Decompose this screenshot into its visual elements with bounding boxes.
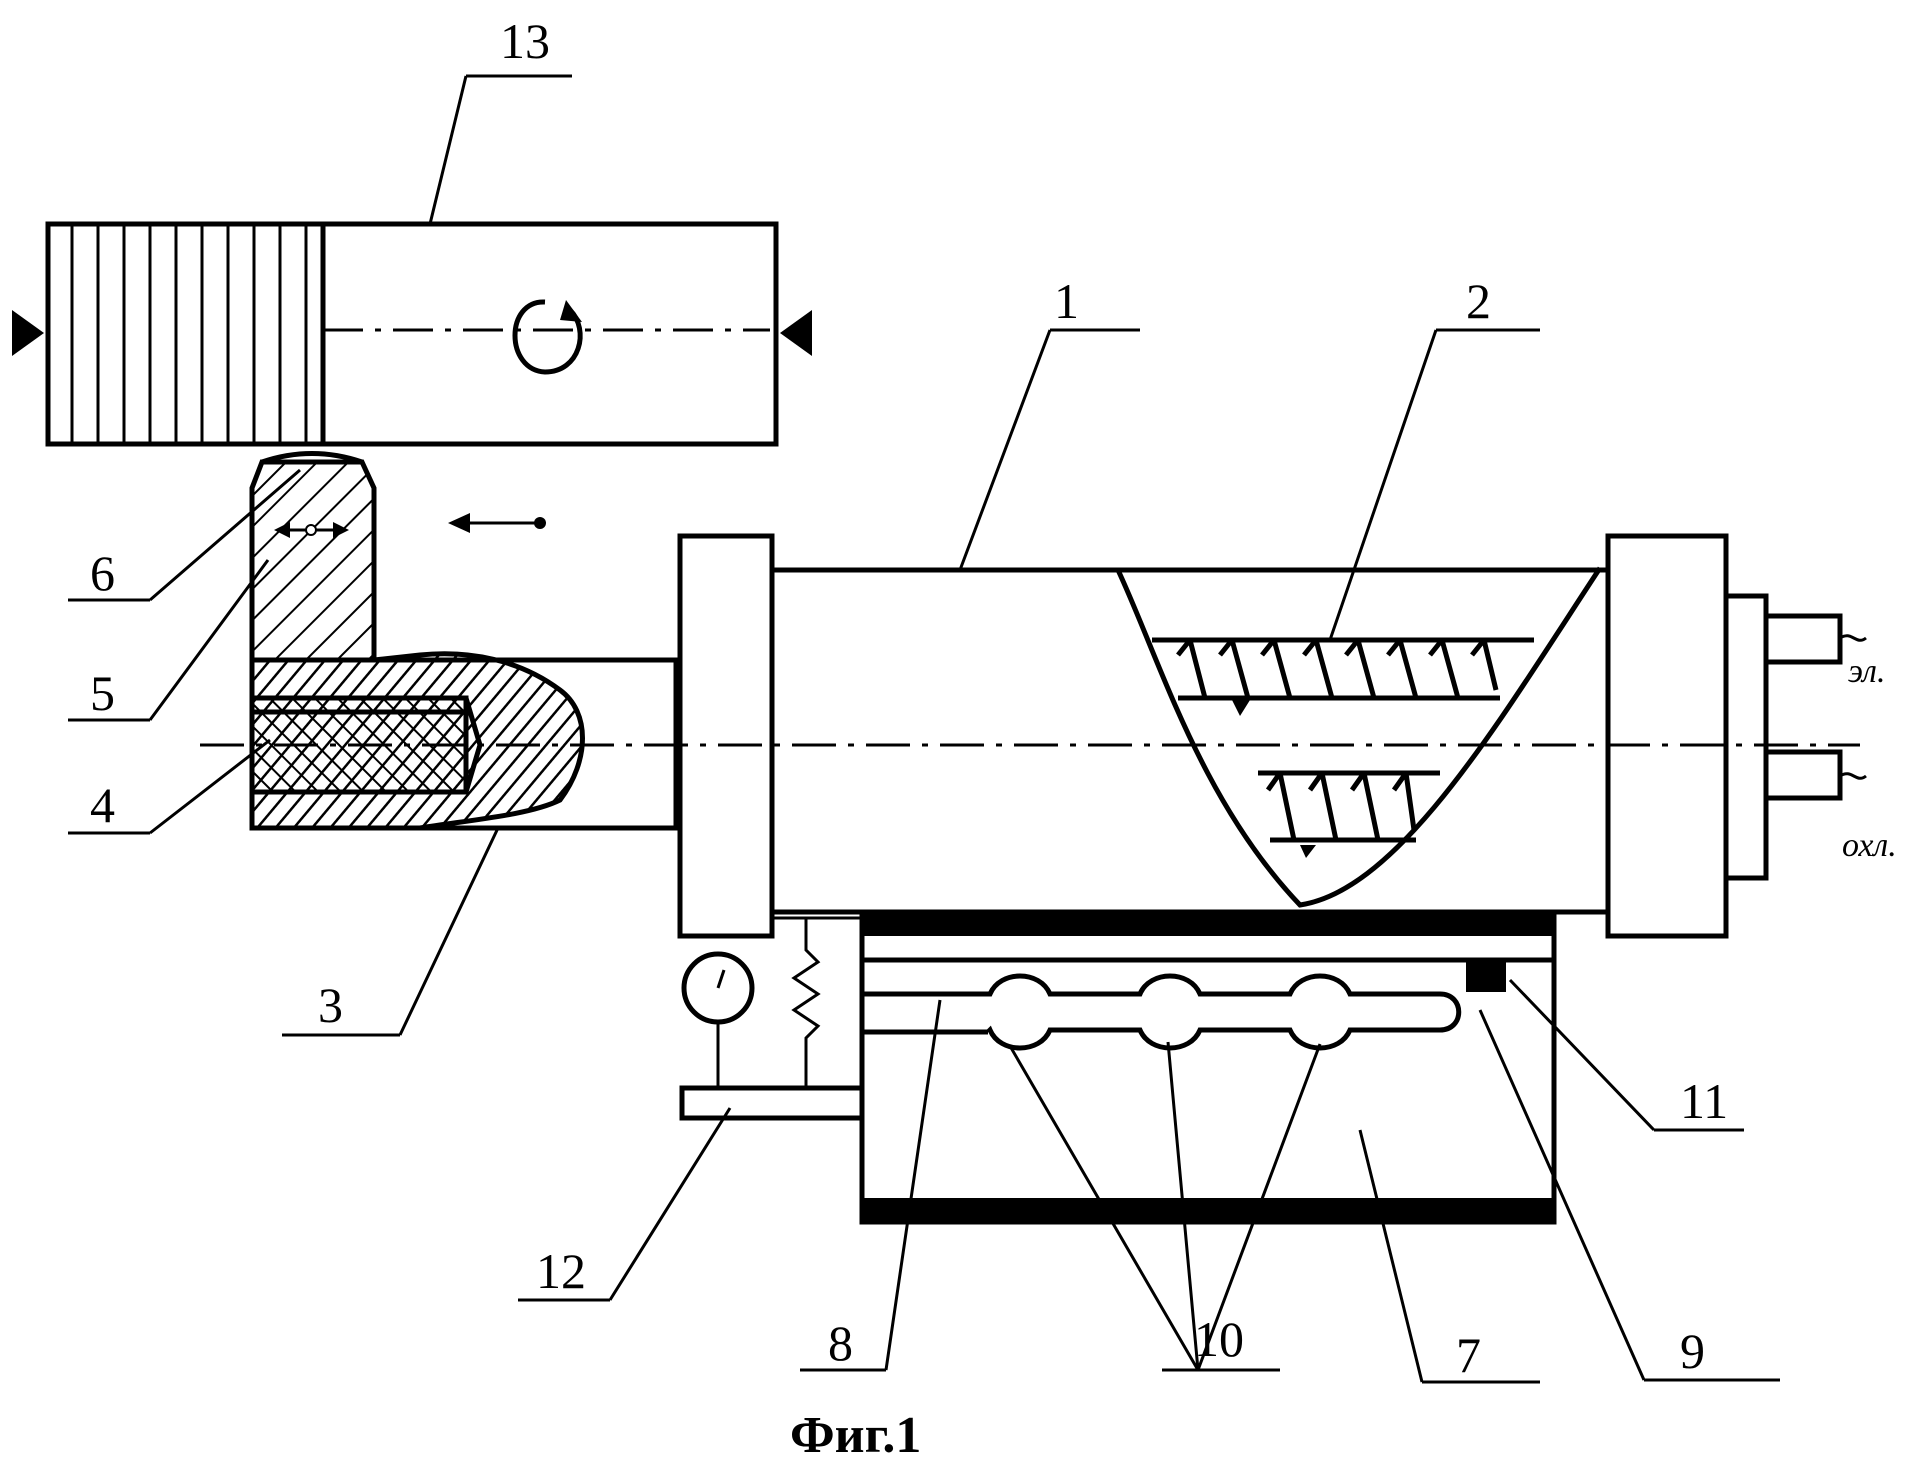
extruder-1 [677, 533, 1867, 939]
tool-tip-6 [261, 451, 363, 465]
label-4: 4 [90, 777, 115, 833]
valve-spring-icon [772, 916, 862, 1090]
heater-tube-8 [862, 973, 1462, 1051]
right-flange [1605, 533, 1729, 939]
chamber-7 [679, 909, 1557, 1225]
label-2: 2 [1466, 273, 1491, 329]
label-11: 11 [1680, 1073, 1728, 1129]
label-9: 9 [1680, 1323, 1705, 1379]
right-center-support [780, 310, 812, 356]
label-6: 6 [90, 545, 115, 601]
electric-connector-label: эл. [1848, 653, 1885, 690]
label-5: 5 [90, 665, 115, 721]
label-7: 7 [1456, 1327, 1481, 1383]
cutaway-view [1115, 566, 1603, 908]
feed-direction-arrow-icon [448, 513, 546, 533]
label-3: 3 [318, 977, 343, 1033]
label-10: 10 [1194, 1311, 1244, 1367]
label-8: 8 [828, 1315, 853, 1371]
figure-caption: Фиг.1 [790, 1407, 921, 1464]
label-12: 12 [536, 1243, 586, 1299]
roller-knurl [70, 224, 326, 444]
inlet-pipe-12 [679, 1085, 865, 1121]
label-13: 13 [500, 13, 550, 69]
mandrel-3 [249, 651, 679, 831]
chamber-bottom-plate [862, 1198, 1554, 1222]
cooling-connector-label: охл. [1842, 827, 1897, 864]
left-center-support [12, 310, 44, 356]
leader-lines [68, 74, 1780, 1384]
roller-13 [12, 221, 812, 447]
rotation-arrow-icon [512, 299, 583, 375]
label-1: 1 [1054, 273, 1079, 329]
chamber-top-plate [862, 912, 1554, 936]
left-flange [677, 533, 775, 939]
sensor-11 [1466, 960, 1506, 992]
cooling-connector [1763, 749, 1843, 801]
tool-holder-5 [249, 451, 377, 663]
pressure-gauge-icon [681, 951, 755, 1090]
electric-connector [1763, 613, 1843, 665]
screw-2 [1152, 637, 1534, 858]
